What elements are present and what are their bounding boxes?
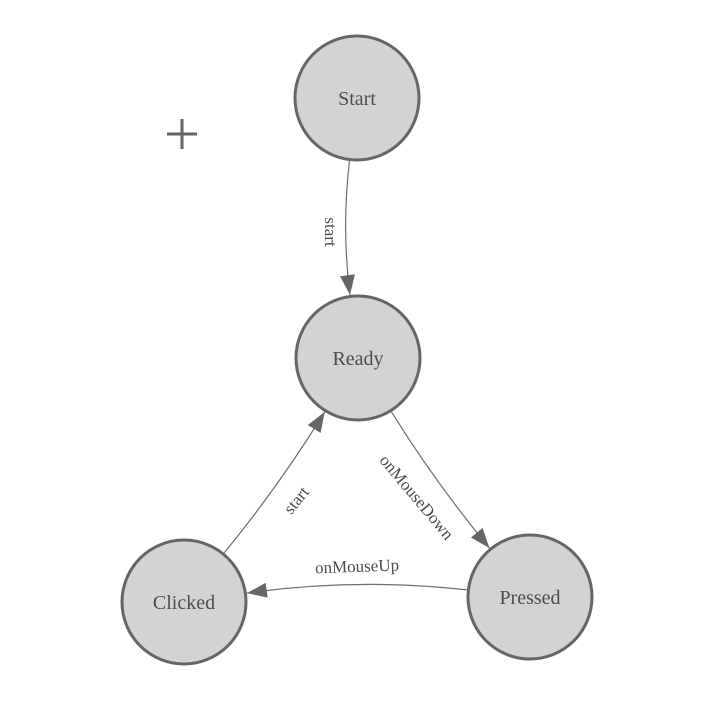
state-circle[interactable] bbox=[466, 533, 594, 661]
transition-label[interactable]: onMouseUp bbox=[315, 555, 400, 577]
transition-label[interactable]: start bbox=[321, 217, 340, 247]
state-node-Pressed[interactable]: Pressed bbox=[466, 533, 594, 661]
transition-label[interactable]: start bbox=[280, 483, 313, 518]
transition-label[interactable]: onMouseDown bbox=[376, 451, 458, 544]
plus-cursor-icon bbox=[167, 119, 197, 149]
transition-path[interactable] bbox=[390, 411, 490, 549]
state-node-label: Ready bbox=[332, 348, 383, 370]
transition-edge-Ready-Pressed: onMouseDown bbox=[376, 411, 490, 549]
state-node-label: Clicked bbox=[153, 592, 215, 614]
state-circle[interactable] bbox=[120, 538, 248, 666]
transition-edge-Start-Ready: start bbox=[321, 161, 355, 296]
state-node-Start[interactable]: Start bbox=[293, 34, 421, 162]
transition-path[interactable] bbox=[246, 582, 467, 598]
state-node-Ready[interactable]: Ready bbox=[294, 294, 422, 422]
state-circle[interactable] bbox=[293, 34, 421, 162]
state-circle[interactable] bbox=[294, 294, 422, 422]
state-node-Clicked[interactable]: Clicked bbox=[120, 538, 248, 666]
cursor-layer bbox=[167, 119, 197, 149]
transition-path[interactable] bbox=[223, 411, 326, 554]
transition-edge-Pressed-Clicked: onMouseUp bbox=[246, 555, 467, 598]
transition-path[interactable] bbox=[340, 161, 355, 296]
state-node-label: Start bbox=[338, 88, 376, 110]
state-node-label: Pressed bbox=[499, 587, 560, 609]
transition-edge-Clicked-Ready: start bbox=[223, 411, 326, 554]
